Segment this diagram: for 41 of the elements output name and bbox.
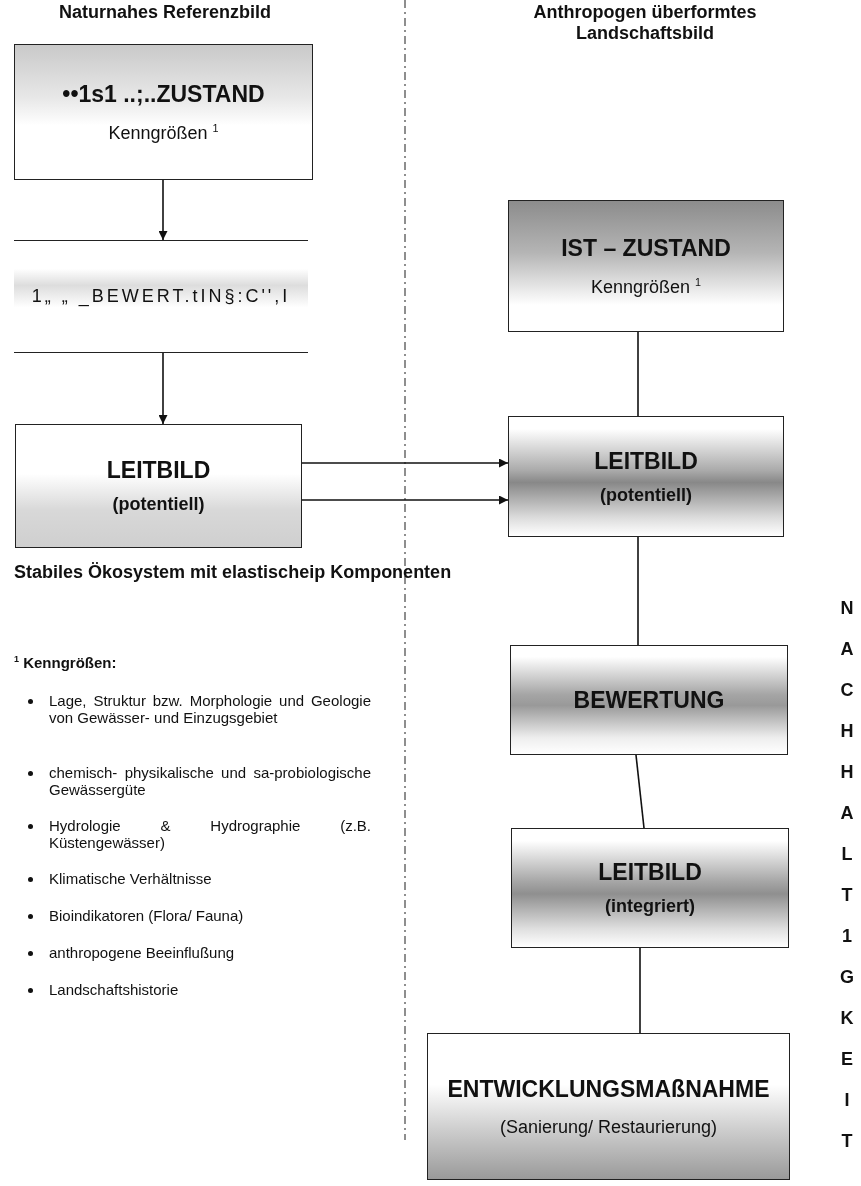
- connector-line: [637, 536, 639, 646]
- list-item-text: Bioindikatoren (Flora/ Fauna): [49, 907, 371, 925]
- box-subtitle: Kenngrößen $^{1}$: [108, 121, 219, 144]
- connector-line: [637, 331, 639, 417]
- box-subtitle: (integriert): [605, 896, 695, 917]
- process-box: [510, 645, 788, 755]
- column-heading: Anthropogen überformtes Landschaftsbild: [532, 2, 758, 44]
- arrow: [158, 352, 168, 425]
- vertical-text: NACHHALT1GKEIT: [840, 597, 854, 1153]
- box-title: LEITBILD: [598, 859, 702, 886]
- list-item-text: Hydrologie & Hydrographie (z.B. Küstengewässer): [49, 817, 371, 852]
- box-title: LEITBILD: [594, 447, 698, 475]
- connector-line: [635, 754, 645, 829]
- box-subtitle: (potentiell): [112, 494, 205, 515]
- box-subtitle: (potentiell): [600, 484, 692, 506]
- process-box: [14, 44, 313, 180]
- process-box: [511, 828, 789, 948]
- box-title: IST – ZUSTAND: [561, 234, 731, 262]
- process-box: [508, 200, 784, 332]
- caption-text: Stabiles Ökosystem mit elastischeip Komponenten: [14, 562, 453, 583]
- list-item-text: anthropogene Beeinflußung: [49, 944, 371, 962]
- box-title: LEITBILD: [106, 457, 211, 484]
- process-box: [427, 1033, 790, 1180]
- box-title: BEWERTUNG: [573, 686, 725, 714]
- box-title: ••1s1 ..;..ZUSTAND: [62, 80, 265, 108]
- arrow: [301, 458, 509, 468]
- box-subtitle: Kenngrößen $^{1}$: [590, 275, 702, 298]
- box-title: ENTWICKLUNGSMAßNAHME: [447, 1075, 770, 1103]
- process-box: [508, 416, 784, 537]
- list-item-text: Landschaftshistorie: [49, 981, 371, 999]
- list-item-text: Lage, Struktur bzw. Morphologie und Geologie von Gewässer- und Einzugsgebiet: [49, 692, 371, 727]
- arrow: [158, 179, 168, 241]
- box-title: 1„ „ _BEWERT.tIN§:C'',I: [31, 286, 291, 307]
- list-item-text: chemisch- physikalische und sa-probiologische Gewässergüte: [49, 764, 371, 799]
- process-box: [15, 424, 302, 548]
- column-heading: Naturnahes Referenzbild: [57, 2, 272, 23]
- connector-line: [639, 947, 641, 1034]
- list-item-text: Klimatische Verhältnisse: [49, 870, 371, 888]
- footnote-heading: $^{1}$ Kenngrößen:: [14, 654, 118, 672]
- arrow: [301, 495, 509, 505]
- box-subtitle: (Sanierung/ Restaurierung): [499, 1116, 718, 1138]
